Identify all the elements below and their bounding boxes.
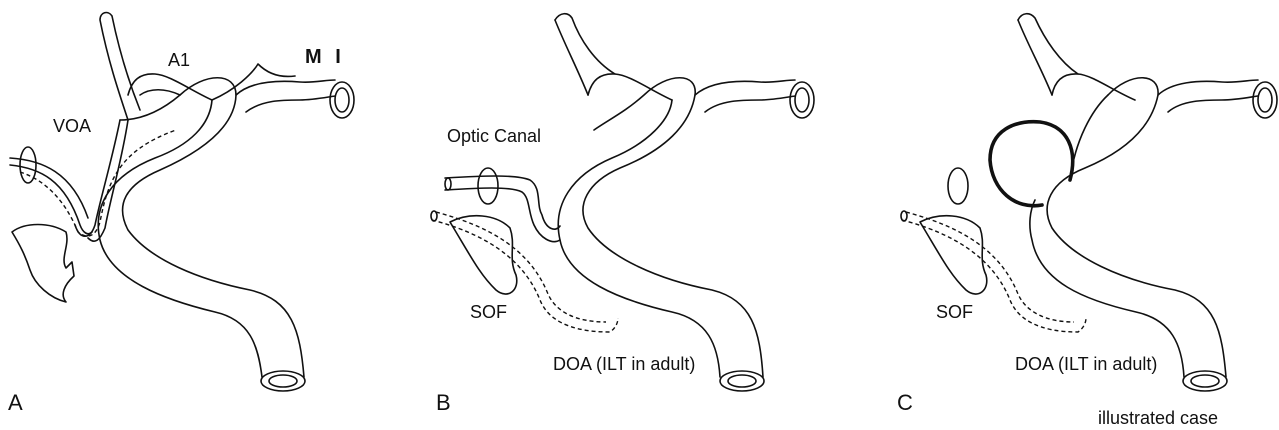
a1-segment-c bbox=[1018, 14, 1135, 180]
carotid-artery-b bbox=[558, 78, 764, 391]
optic-canal-ring-c bbox=[948, 168, 968, 204]
label-a1: A1 bbox=[168, 50, 190, 70]
sof-shape-b bbox=[450, 216, 517, 294]
ophthalmic-artery-a bbox=[10, 130, 176, 236]
carotid-cut-end-b bbox=[720, 371, 764, 391]
label-sof-b: SOF bbox=[470, 302, 507, 322]
panel-letter-a: A bbox=[8, 390, 23, 415]
optic-canal-ring-b bbox=[478, 168, 498, 204]
sof-shape-c bbox=[920, 216, 987, 294]
doa-b bbox=[431, 211, 618, 332]
label-doa-b: DOA (ILT in adult) bbox=[553, 354, 695, 374]
panel-a: VOA A1 M I A bbox=[8, 13, 354, 415]
panel-letter-b: B bbox=[436, 390, 451, 415]
optic-canal-oa-b bbox=[445, 168, 560, 242]
mca-c bbox=[1158, 80, 1277, 118]
label-sof-c: SOF bbox=[936, 302, 973, 322]
label-optic-canal: Optic Canal bbox=[447, 126, 541, 146]
label-mi: M I bbox=[305, 46, 345, 68]
label-voa: VOA bbox=[53, 116, 91, 136]
label-illustrated-case: illustrated case bbox=[1098, 408, 1218, 428]
aneurysm-c bbox=[990, 122, 1073, 206]
carotid-cut-end-a bbox=[261, 371, 305, 391]
a1-segment-a bbox=[128, 74, 212, 100]
panel-c: SOF DOA (ILT in adult) illustrated case … bbox=[897, 14, 1277, 428]
mca-b bbox=[695, 80, 814, 118]
carotid-cut-end-c bbox=[1183, 371, 1227, 391]
sof-shape-a bbox=[12, 225, 74, 303]
doa-c bbox=[901, 211, 1086, 332]
label-doa-c: DOA (ILT in adult) bbox=[1015, 354, 1157, 374]
panel-letter-c: C bbox=[897, 390, 913, 415]
carotid-artery-c bbox=[1030, 78, 1227, 391]
panel-b: Optic Canal SOF DOA (ILT in adult) B bbox=[431, 14, 814, 415]
carotid-artery-a bbox=[98, 78, 305, 391]
